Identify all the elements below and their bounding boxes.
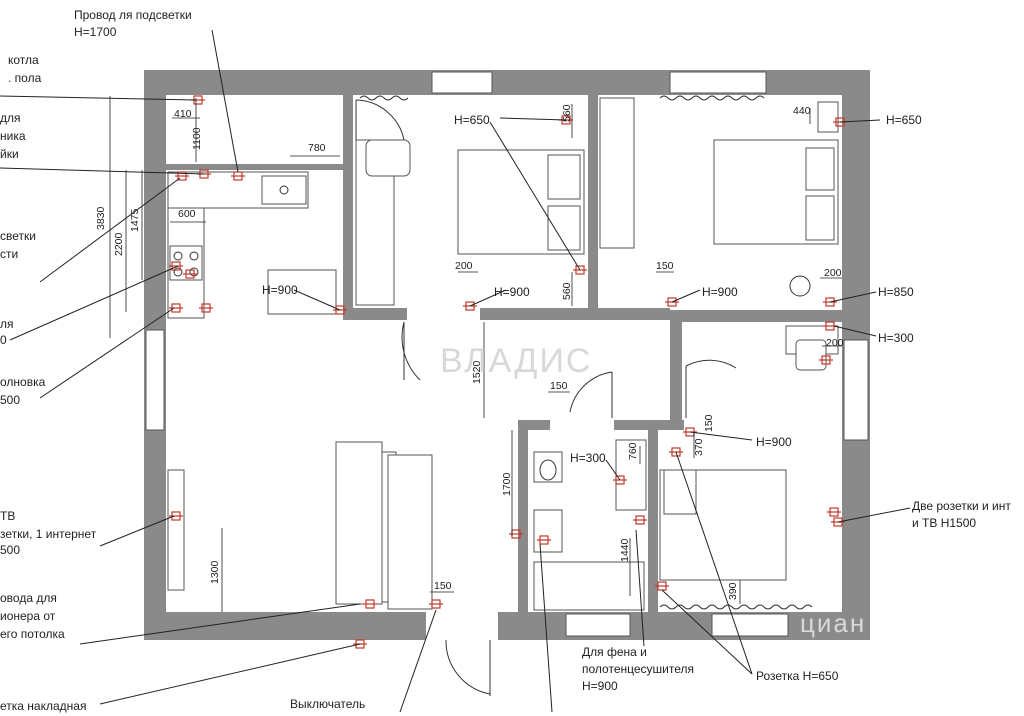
dim-200-right: 200 [826,337,844,349]
label-h300-bath: H=300 [570,451,606,465]
dim-440: 440 [793,105,811,117]
label-h900-bed3: H=900 [756,435,792,449]
label-wire-backlight: Провод ля подсветки [74,8,192,22]
dim-370: 370 [693,438,705,456]
label-fen-3: H=900 [582,679,618,693]
label-socket-650: Розетка H=650 [756,669,839,683]
dim-600: 600 [178,208,196,220]
dim-200-bed2: 200 [824,267,842,279]
dim-1520: 1520 [471,360,483,384]
socket-mark [169,261,183,271]
label-left-svetki: светки [0,229,36,243]
dim-150-corridor: 150 [550,380,568,392]
dim-3830: 3830 [95,206,107,230]
dim-1100: 1100 [191,127,203,150]
dimension-texts: 410 1100 780 3830 2200 1475 600 560 560 … [95,104,844,600]
socket-mark [827,507,841,517]
labels: Провод ля подсветки H=1700 котла . пола … [0,8,1011,713]
label-ac-3: его потолка [0,627,65,641]
label-left-dla: для [0,111,21,125]
label-h300-right: H=300 [878,331,914,345]
dim-780: 780 [308,142,326,154]
label-bottom-left: етка накладная [0,699,86,713]
label-tv-3: 500 [0,543,20,557]
watermark: ВЛАДИС [440,342,592,380]
label-right-2: и ТВ H1500 [912,516,976,530]
socket-mark [169,511,183,521]
dimension-lines [109,96,842,612]
label-h650-bed2: H=650 [886,113,922,127]
socket-mark [819,355,833,365]
dim-560-top: 560 [561,104,573,122]
socket-mark [537,535,551,545]
label-boiler-2: . пола [8,71,42,85]
socket-mark [199,303,213,313]
label-ac-2: ионера от [0,609,56,623]
label-boiler-1: котла [8,53,39,67]
leader-lines [0,29,911,713]
socket-mark [183,269,197,279]
dim-560-bottom: 560 [561,282,573,300]
label-h900-kitchen: H=900 [262,283,298,297]
dim-1475: 1475 [129,208,141,232]
dim-1700: 1700 [501,472,513,496]
socket-mark [633,515,647,525]
label-left-lya: ля [0,317,14,331]
label-left-jki: йки [0,147,19,161]
socket-mark [169,303,183,313]
label-wire-backlight-height: H=1700 [74,25,117,39]
label-ac-1: овода для [0,591,57,605]
dim-150-bed2: 150 [656,260,674,272]
dim-1300: 1300 [209,560,221,584]
dim-200-bed1: 200 [455,260,473,272]
furniture [167,95,839,696]
label-left-zero: 0 [0,333,7,347]
label-h850: H=850 [878,285,914,299]
dim-390: 390 [727,582,739,600]
socket-mark [363,599,377,609]
dim-2200: 2200 [113,232,125,256]
label-left-sti: сти [0,247,18,261]
label-fen-1: Для фена и [582,645,647,659]
walls [144,70,870,640]
watermark-2: циан [800,608,866,638]
dim-150-bed3: 150 [703,414,715,432]
dim-150-entry: 150 [434,580,452,592]
label-fen-2: полотенцесушителя [582,662,694,676]
socket-mark [175,171,189,181]
label-switch: Выключатель [290,697,365,711]
label-left-olnovka: олновка [0,375,46,389]
label-h650-bed1: H=650 [454,113,490,127]
label-tv-2: зетки, 1 интернет [0,527,97,541]
dim-760: 760 [627,442,639,460]
socket-mark [429,599,443,609]
dim-1440: 1440 [619,538,631,562]
label-h900-bed2: H=900 [702,285,738,299]
label-left-nika: ника [0,129,26,143]
label-h900-bed1: H=900 [494,285,530,299]
label-right-1: Две розетки и инт [912,499,1011,513]
dim-410: 410 [174,108,192,120]
label-left-500: 500 [0,393,20,407]
label-tv-1: ТВ [0,509,15,523]
